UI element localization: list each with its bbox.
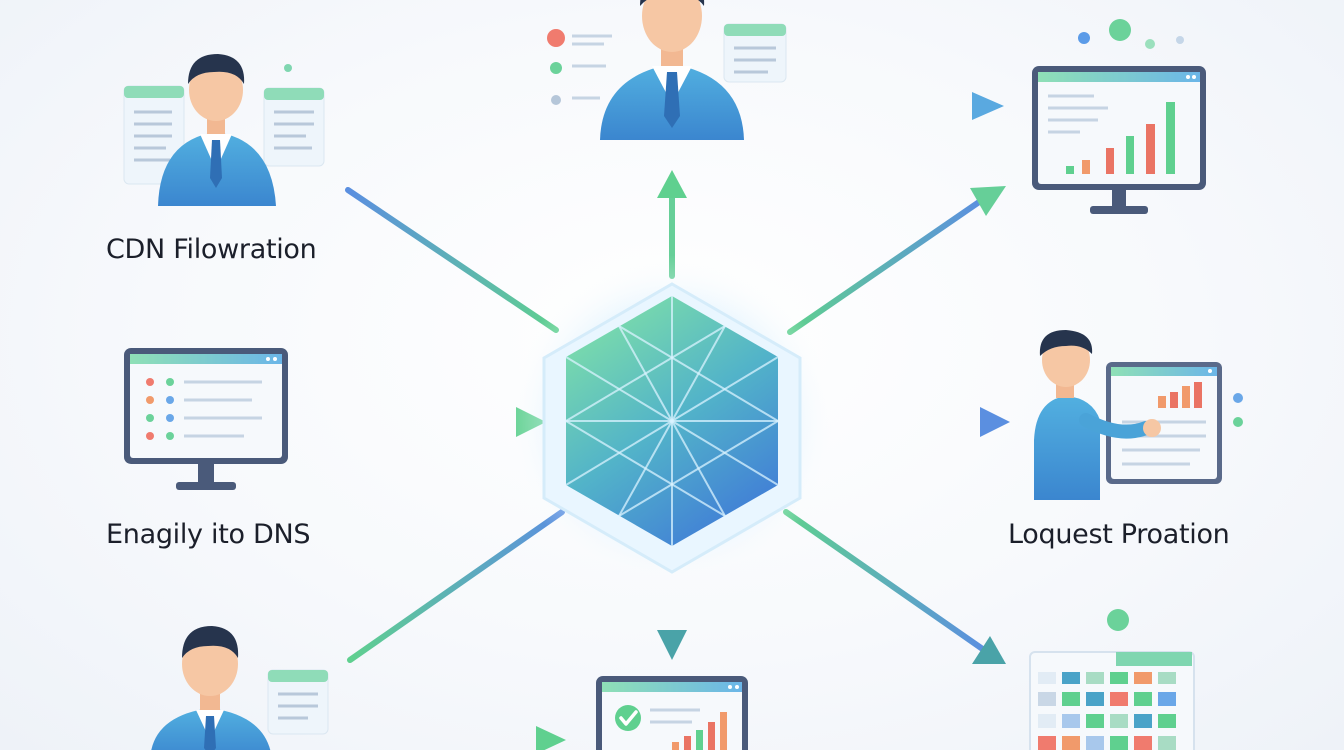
presenter-top — [547, 0, 787, 140]
check-monitor-bottom — [596, 676, 748, 750]
arrow-person-to-hub — [345, 187, 559, 333]
businessman-icon — [600, 0, 744, 140]
arrow-hub-to-grid — [783, 509, 1006, 664]
list-monitor-left — [124, 348, 288, 490]
person-at-chart — [1034, 330, 1243, 500]
presenter-icon — [1034, 330, 1222, 500]
monitor-list-icon — [124, 348, 288, 490]
grid-dashboard-bottom-right — [1029, 609, 1195, 750]
arrows — [317, 92, 1010, 750]
businessman-icon — [158, 54, 276, 206]
label-cdn-filowration: CDN Filowration — [106, 234, 317, 265]
arrow-presenter-to-monitor — [789, 92, 1004, 120]
arrow-bottom-to-monitor — [347, 726, 566, 750]
person-bottom-left — [151, 626, 329, 750]
arrow-hub-to-analytics — [787, 186, 1006, 335]
hub — [507, 255, 837, 585]
monitor-chart-icon — [1032, 66, 1206, 214]
analytics-monitor-top-right — [1032, 19, 1206, 214]
label-enagily-ito-dns: Enagily ito DNS — [106, 519, 311, 550]
monitor-check-icon — [596, 676, 748, 750]
businessman-icon — [151, 626, 271, 750]
grid-dashboard-icon — [1029, 651, 1195, 750]
label-loquest-proation: Loquest Proation — [1008, 519, 1230, 550]
check-circle-icon — [615, 705, 641, 731]
arrow-bottom-person-to-hub — [347, 509, 565, 663]
person-with-documents — [123, 54, 325, 206]
